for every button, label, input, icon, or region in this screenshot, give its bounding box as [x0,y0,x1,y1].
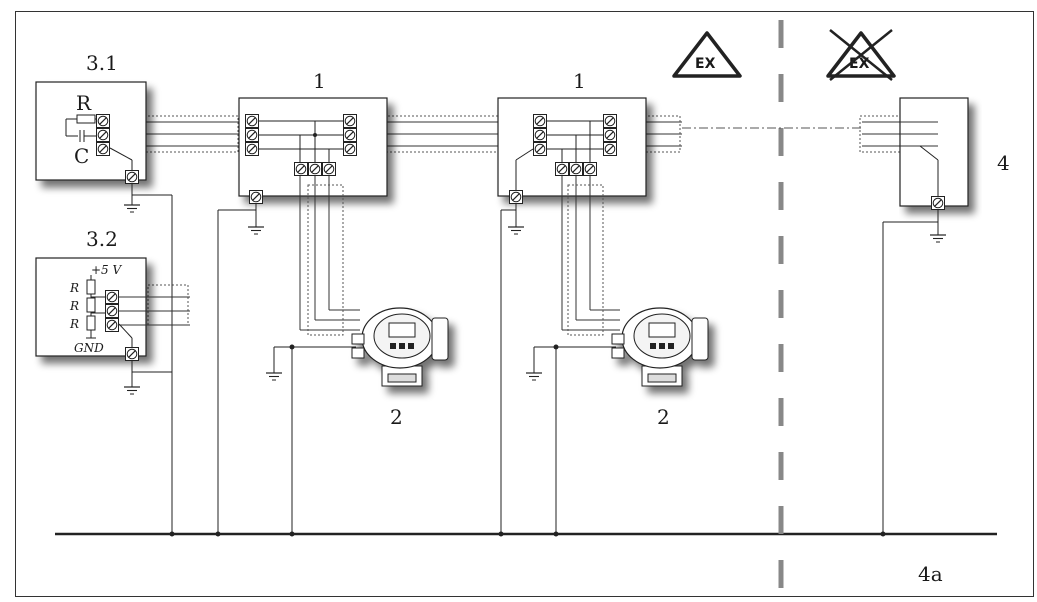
ground-icon [123,200,141,213]
ground-icon [507,222,525,235]
label-3-1: 3.1 [86,51,118,75]
ground-icon [525,368,543,381]
non-ex-unit-box [899,97,969,210]
bias-resistor-2: R [69,299,79,313]
ground-icon [247,222,265,235]
junction-box-right [497,97,647,204]
bias-resistor-3: R [69,317,79,331]
label-2-left: 2 [390,405,403,429]
gnd-label: GND [74,341,104,355]
resistor-label: R [76,91,92,115]
label-2-right: 2 [657,405,670,429]
capacitor-label: C [74,144,89,168]
svg-text:EX: EX [695,56,716,72]
label-3-2: 3.2 [86,227,118,251]
transmitter-icon [611,307,709,387]
ex-warning-icon: EX [672,31,742,78]
bias-resistor-1: R [69,281,79,295]
non-ex-warning-icon: EX [826,29,896,81]
junction-box-left [238,97,388,204]
master-termination-box: R C [35,81,147,184]
ground-icon [265,368,283,381]
label-4: 4 [997,151,1010,175]
ground-icon [929,230,947,243]
transmitter-icon [351,307,449,387]
master-bias-box: +5 V R R R GND [35,257,147,361]
label-1-left: 1 [313,69,326,93]
ground-icon [123,382,141,395]
supply-label: +5 V [91,263,123,277]
label-4a: 4a [918,562,943,586]
label-1-right: 1 [573,69,586,93]
